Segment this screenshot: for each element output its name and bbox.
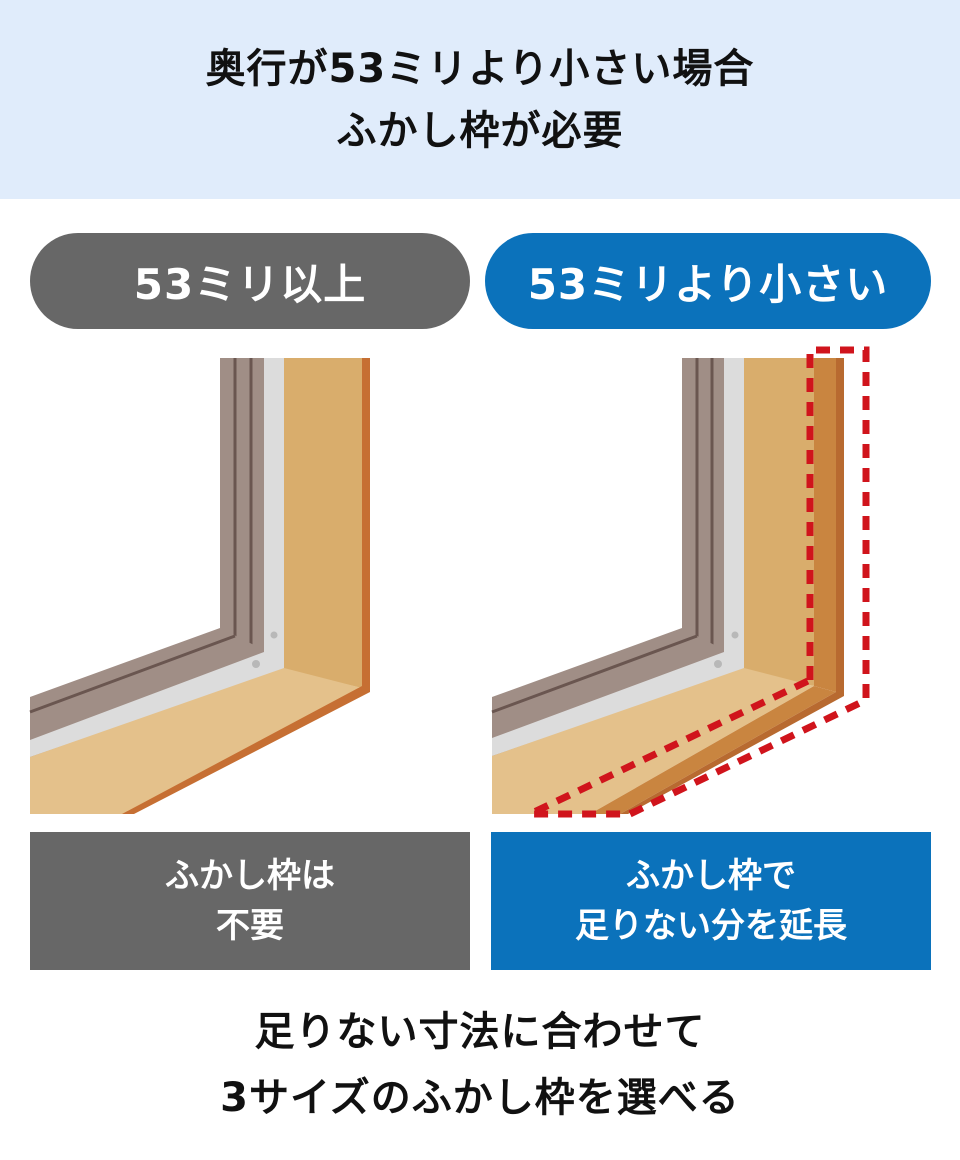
caption-box-extension-fills-gap: ふかし枠で 足りない分を延長 xyxy=(491,832,931,970)
window-frame-with-extension-illustration xyxy=(491,346,870,818)
caption-box-no-extension-needed: ふかし枠は 不要 xyxy=(30,832,470,970)
label-pill-less-than-53mm: 53ミリより小さい xyxy=(485,233,931,329)
label-pill-53mm-or-more: 53ミリ以上 xyxy=(30,233,470,329)
header-banner: 奥行が53ミリより小さい場合 ふかし枠が必要 xyxy=(0,0,960,199)
caption-line2: 不要 xyxy=(216,906,284,946)
caption-line2: 足りない分を延長 xyxy=(575,906,847,946)
window-frame-illustration xyxy=(29,358,370,814)
pill-label: 53ミリより小さい xyxy=(527,259,889,309)
pill-label: 53ミリ以上 xyxy=(133,259,367,309)
header-title-line1: 奥行が53ミリより小さい場合 xyxy=(205,45,755,92)
footer-text: 足りない寸法に合わせて 3サイズのふかし枠を選べる xyxy=(0,995,960,1135)
caption-line1: ふかし枠は xyxy=(165,856,335,896)
footer-line2: 3サイズのふかし枠を選べる xyxy=(220,1075,740,1121)
footer-line1: 足りない寸法に合わせて xyxy=(254,1009,706,1055)
caption-line1: ふかし枠で xyxy=(626,856,796,896)
header-title-line2: ふかし枠が必要 xyxy=(336,107,624,154)
